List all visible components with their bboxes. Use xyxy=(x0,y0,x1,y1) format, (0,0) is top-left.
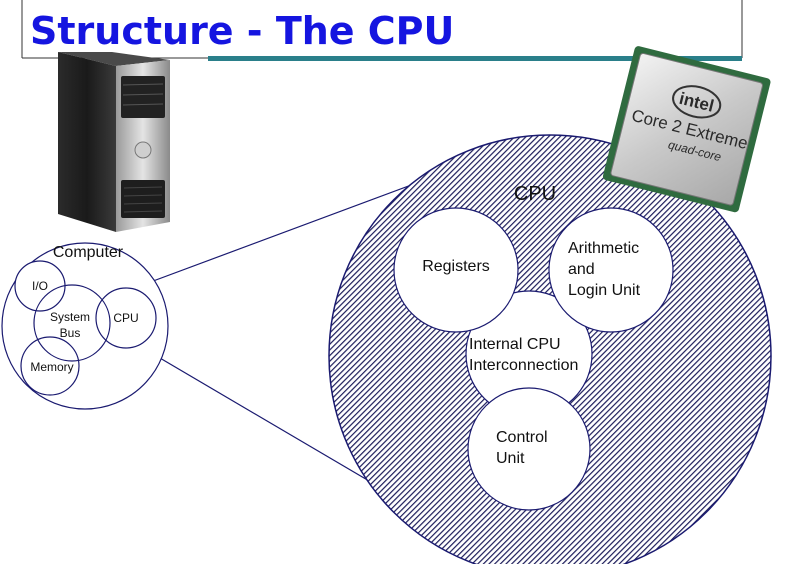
memory-label: Memory xyxy=(30,360,73,374)
cpu-diagram: CPU Registers Arithmetic and Login Unit … xyxy=(393,183,674,511)
system-bus-label-line1: System xyxy=(50,310,90,324)
cpu-node-label: CPU xyxy=(113,311,138,325)
computer-diagram: Computer I/O System Bus CPU Memory xyxy=(1,242,169,410)
memory-circle xyxy=(20,336,80,396)
cpu-node-circle xyxy=(95,287,157,349)
system-bus-label-line2: Bus xyxy=(60,326,81,340)
title-block: Structure - The CPU xyxy=(21,0,743,61)
registers-label: Registers xyxy=(422,258,490,275)
system-bus-circle xyxy=(33,284,111,362)
alu-label-line3: Login Unit xyxy=(568,282,641,299)
intel-logo-ring xyxy=(672,85,722,119)
intel-chip-image: intel Core 2 Extreme quad-core xyxy=(602,46,771,213)
computer-label: Computer xyxy=(53,244,124,261)
control-unit-label-line2: Unit xyxy=(496,450,525,467)
computer-tower-image xyxy=(58,52,170,232)
io-label: I/O xyxy=(32,279,48,293)
cpu-diagram-label: CPU xyxy=(514,183,556,205)
control-unit-circle xyxy=(467,387,591,511)
control-unit-label-line1: Control xyxy=(496,429,548,446)
alu-circle xyxy=(548,207,674,333)
alu-label-line2: and xyxy=(568,261,595,278)
interconnect-label-line1: Internal CPU xyxy=(469,336,561,353)
registers-circle xyxy=(393,207,519,333)
alu-label-line1: Arithmetic xyxy=(568,240,639,257)
page-title: Structure - The CPU xyxy=(30,9,454,53)
title-accent-rule xyxy=(208,56,742,61)
interconnect-label-line2: Interconnection xyxy=(469,357,578,374)
